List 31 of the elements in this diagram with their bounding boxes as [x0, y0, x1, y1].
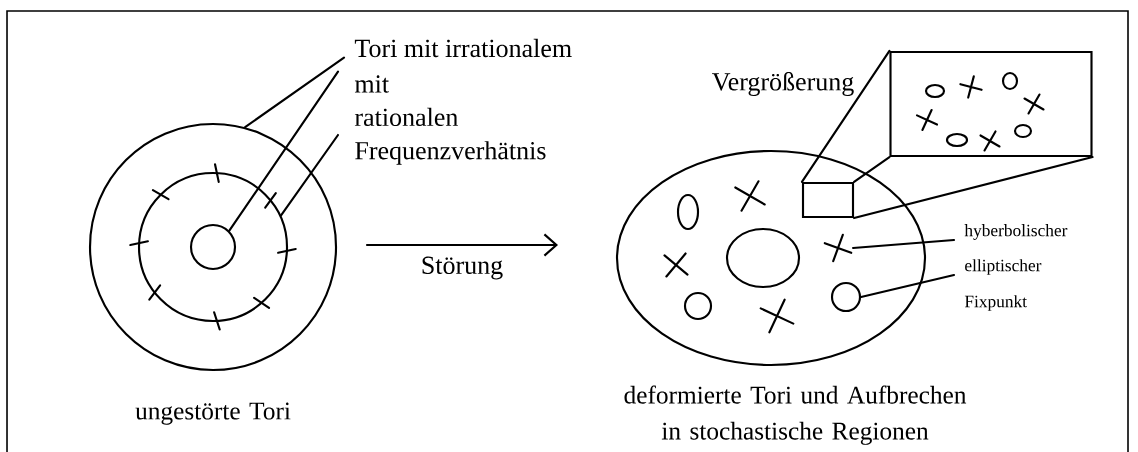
cross-mark	[734, 180, 766, 212]
label-text: Fixpunkt	[964, 295, 1027, 311]
callout-text: Tori mit irrationalem	[354, 38, 572, 58]
projection-line	[800, 49, 891, 183]
torus-ellipse	[615, 149, 927, 367]
callout-text: elliptischer	[965, 259, 1042, 275]
fixed-point-circle	[830, 281, 862, 313]
callout-text: hyberbolischer	[964, 224, 1068, 240]
cross-mark	[823, 233, 853, 263]
oval	[676, 193, 700, 231]
oval	[725, 227, 801, 289]
node-label: ungestörte Tori	[135, 402, 291, 425]
cross-mark	[663, 252, 689, 278]
cross-mark	[759, 298, 795, 334]
magnified-box	[889, 50, 1093, 158]
leader-line	[244, 56, 346, 129]
label-text: Störung	[422, 256, 503, 280]
leader-line	[228, 70, 340, 232]
label-text: Vergrößerung	[712, 72, 854, 96]
leader-line	[860, 273, 956, 299]
magnified-region-box	[801, 181, 855, 219]
torus-circle	[88, 122, 338, 372]
torus-circle	[129, 163, 297, 331]
leader-line	[280, 133, 340, 217]
projection-line	[853, 156, 1094, 220]
callout-text: mit rationalen Frequenzverhätnis	[354, 75, 546, 165]
projection-line	[853, 156, 891, 183]
oval	[683, 291, 713, 321]
leader-line	[852, 238, 956, 250]
node-label: deformierte Tori und Aufbrechen in stochastische Regionen	[624, 385, 967, 445]
torus-circle	[189, 223, 237, 271]
